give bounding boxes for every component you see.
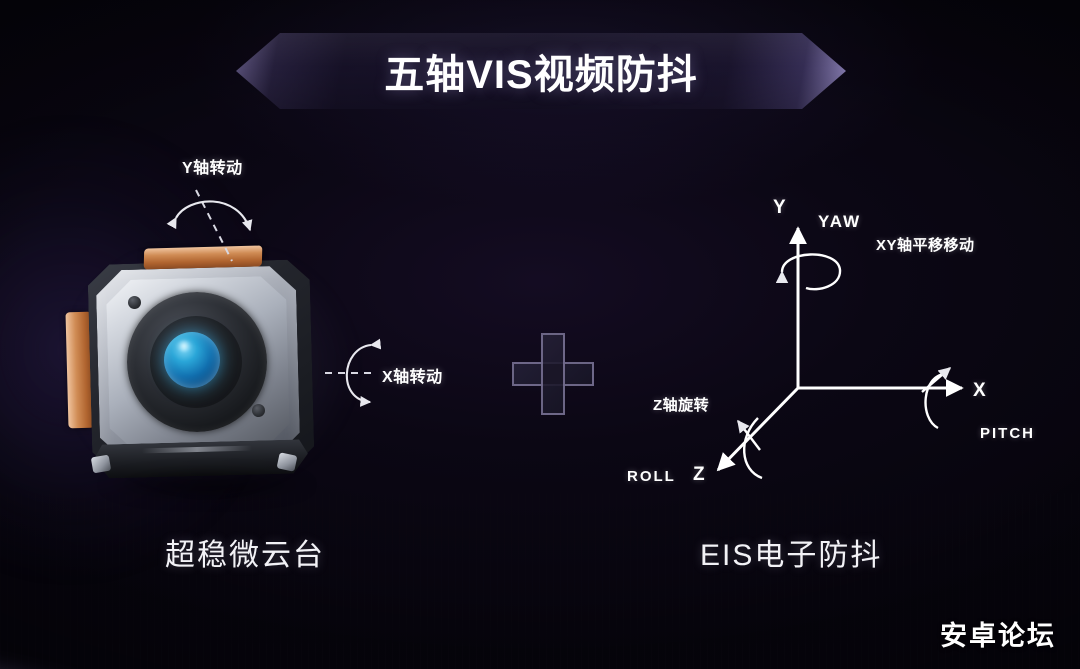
lens-flare (176, 340, 192, 352)
gimbal-drop-shadow (102, 468, 312, 502)
screw-icon (128, 296, 141, 309)
screw-icon (252, 404, 265, 417)
plus-icon (512, 333, 594, 415)
title-banner: 五轴VIS视频防抖 (236, 33, 846, 109)
copper-coil-top (143, 245, 263, 270)
axis-label-yaw: YAW (818, 212, 862, 231)
annotation-label-x-rotation: X轴转动 (382, 369, 443, 386)
caption-left: 超稳微云台 (165, 539, 325, 572)
annotation-label-y-rotation: Y轴转动 (182, 160, 243, 177)
axis-label-xy-translation: XY轴平移移动 (876, 237, 975, 254)
lens-core (164, 332, 220, 388)
axis-label-y: Y (773, 197, 787, 218)
title-banner-shape (236, 33, 846, 109)
watermark: 安卓论坛 (940, 621, 1056, 651)
axis-label-z: Z (693, 464, 706, 485)
axis-label-roll: ROLL (627, 468, 676, 485)
gimbal-module-illustration (65, 240, 372, 510)
caption-right: EIS电子防抖 (700, 539, 883, 572)
axis-label-z-rotation: Z轴旋转 (653, 397, 710, 414)
axis-label-x: X (973, 380, 987, 401)
plus-center-fill (543, 364, 563, 384)
page-title: 五轴VIS视频防抖 (384, 53, 698, 97)
axis-label-pitch: PITCH (980, 425, 1035, 442)
